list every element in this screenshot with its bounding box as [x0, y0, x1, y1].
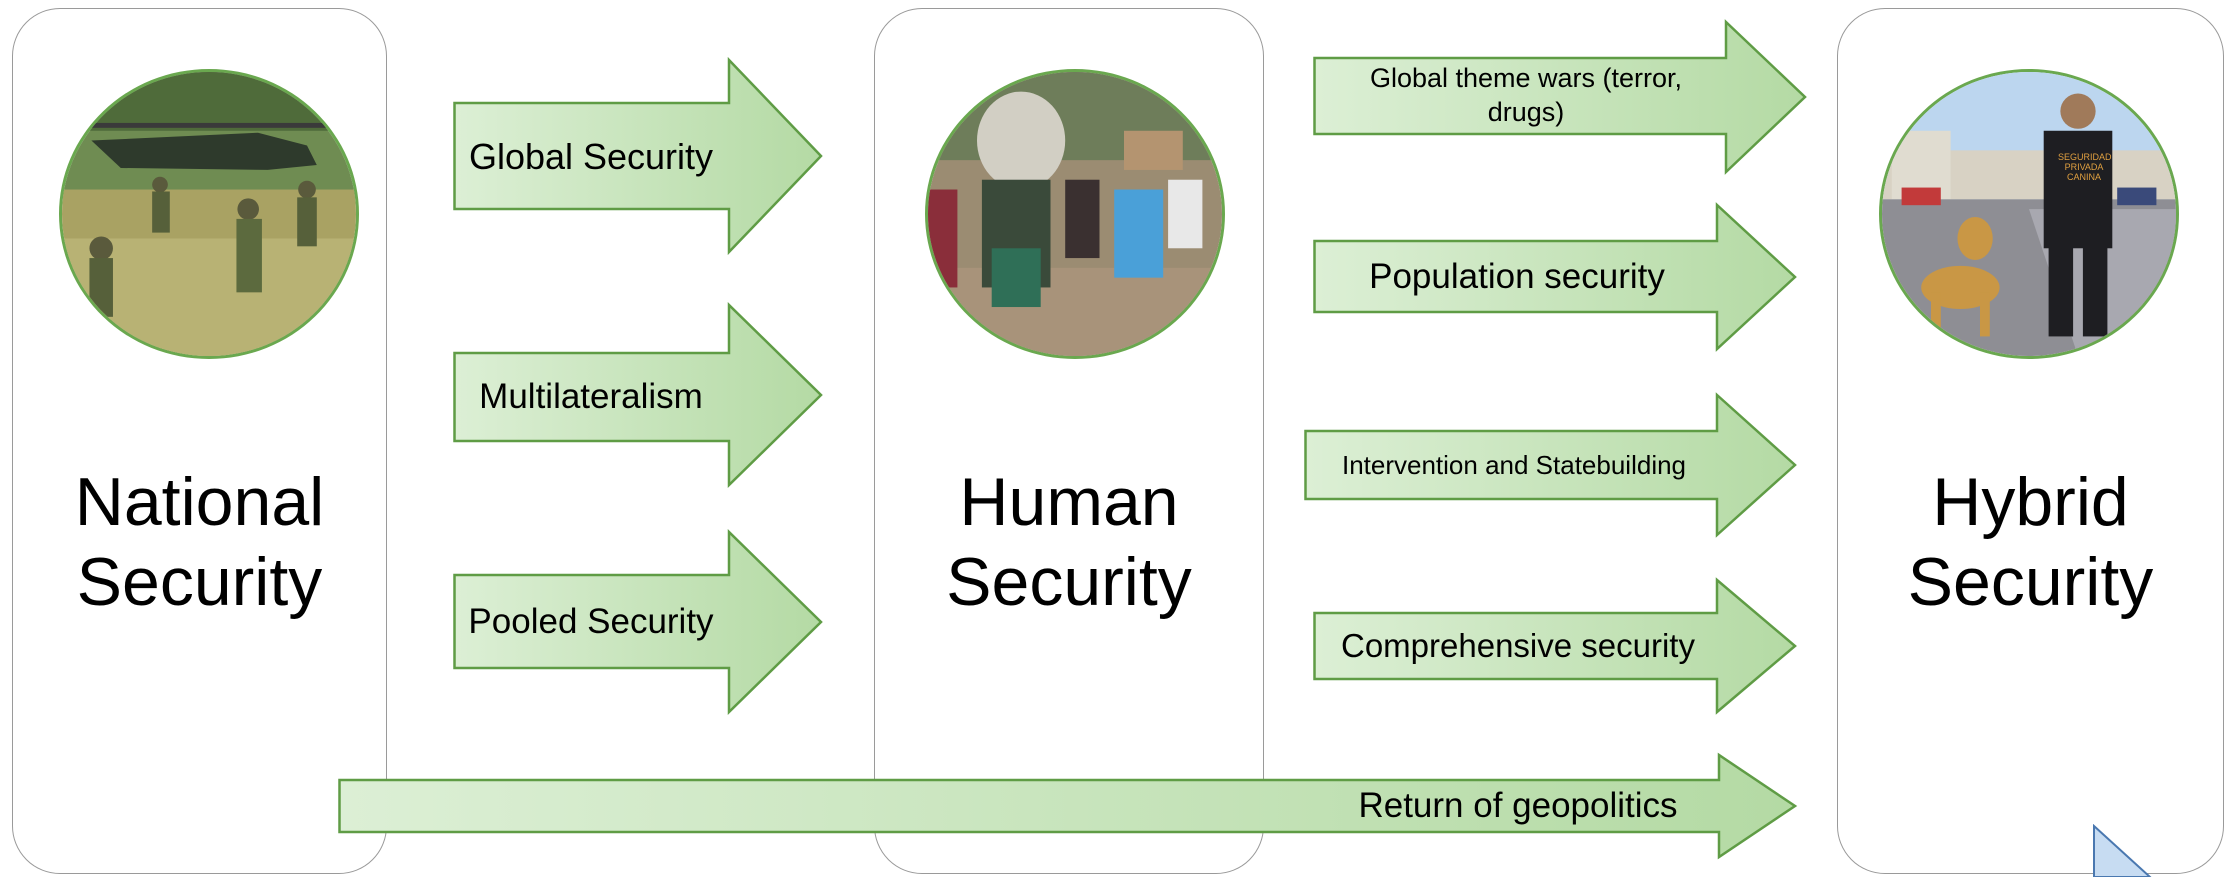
national-security-panel: National Security — [12, 8, 387, 874]
global-theme-wars-label: Global theme wars (terror, drugs) — [1369, 63, 1683, 127]
arrow-population-security: Population security — [1313, 202, 1797, 352]
guard-badge-line2: PRIVADA — [2064, 162, 2104, 172]
human-security-panel: Human Security — [874, 8, 1264, 874]
human-title-line1: Human — [959, 464, 1179, 540]
hybrid-security-panel: SEGURIDAD PRIVADA CANINA Hybrid Security — [1837, 8, 2224, 874]
corner-fold-shape — [2092, 823, 2153, 878]
arrow-pooled-security: Pooled Security — [453, 529, 823, 715]
human-security-title: Human Security — [875, 462, 1263, 622]
hybrid-security-title: Hybrid Security — [1838, 462, 2223, 622]
hybrid-title-line1: Hybrid — [1932, 464, 2129, 540]
arrow-return-of-geopolitics: Return of geopolitics — [338, 752, 1798, 860]
population-security-label: Population security — [1369, 256, 1665, 296]
national-title-line2: Security — [76, 544, 323, 620]
human-title-line2: Security — [946, 544, 1192, 620]
guard-badge-text: SEGURIDAD PRIVADA CANINA — [2058, 152, 2112, 182]
guard-badge-line3: CANINA — [2066, 172, 2101, 182]
national-title-line1: National — [74, 464, 325, 540]
comprehensive-security-label: Comprehensive security — [1341, 627, 1695, 665]
pooled-security-label: Pooled Security — [468, 601, 714, 641]
multilateralism-label: Multilateralism — [479, 377, 703, 417]
security-guard-dog-photo: SEGURIDAD PRIVADA CANINA — [1879, 69, 2179, 359]
arrow-global-theme-wars: Global theme wars (terror, drugs) — [1313, 19, 1807, 175]
global-security-label: Global Security — [468, 135, 714, 177]
arrow-intervention-statebuilding: Intervention and Statebuilding — [1304, 392, 1797, 538]
guard-badge-line1: SEGURIDAD — [2058, 152, 2112, 162]
return-of-geopolitics-label: Return of geopolitics — [1358, 786, 1678, 826]
arrow-multilateralism: Multilateralism — [453, 302, 823, 488]
arrow-global-security: Global Security — [453, 56, 823, 256]
soldiers-helicopter-photo — [59, 69, 359, 359]
intervention-statebuilding-label: Intervention and Statebuilding — [1341, 449, 1687, 480]
people-carrying-loads-photo — [925, 69, 1225, 359]
arrow-comprehensive-security: Comprehensive security — [1313, 577, 1797, 715]
national-security-title: National Security — [13, 462, 386, 622]
hybrid-title-line2: Security — [1907, 544, 2154, 620]
